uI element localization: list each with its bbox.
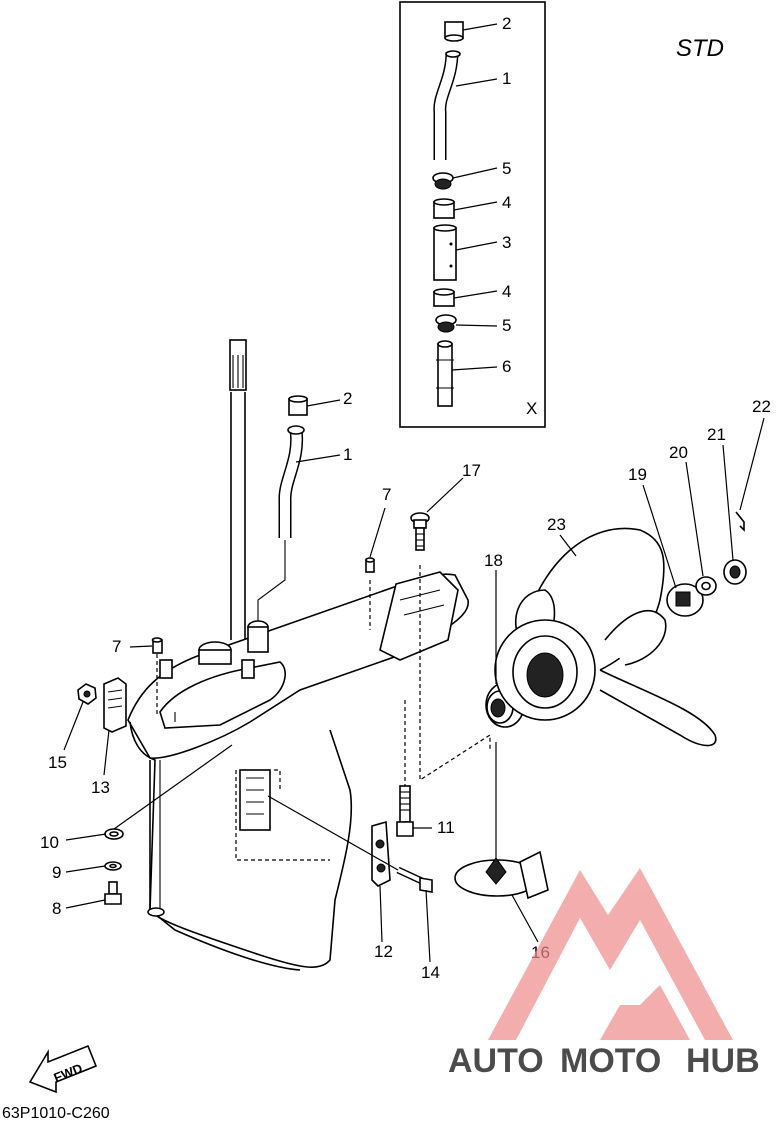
inset-detail: X (399, 1, 546, 428)
part-17-bolt (410, 512, 430, 551)
callout-8: 8 (52, 899, 61, 918)
watermark-text-moto: MOTO (560, 1042, 661, 1080)
callout-15: 15 (48, 753, 67, 772)
callout-7-upper: 7 (382, 485, 391, 504)
part-10-washer (104, 828, 124, 840)
watermark-text-auto: AUTO (448, 1042, 544, 1080)
callout-9: 9 (52, 863, 61, 882)
inset-callout-4: 4 (502, 193, 511, 212)
inset-part-4-bushing-lower (433, 288, 455, 307)
inset-callout-1: 1 (502, 69, 511, 88)
part-9-spring-washer (104, 861, 122, 871)
fwd-arrow-icon: FWD (28, 1044, 98, 1094)
callout-7-left: 7 (112, 637, 121, 656)
callout-13: 13 (91, 778, 110, 797)
part-7-dowel-pin-left (151, 637, 163, 715)
part-23-propeller (494, 527, 717, 747)
part-16-trim-tab (454, 742, 549, 900)
part-15-nut (77, 683, 97, 705)
drawing-code: 63P1010-C260 (2, 1105, 110, 1122)
inset-part-6-water-pipe (436, 340, 454, 407)
water-inlet-screen (239, 769, 271, 831)
inset-label: X (526, 399, 537, 418)
watermark-text-hub: HUB (686, 1042, 760, 1080)
callout-21: 21 (707, 425, 726, 444)
part-7-dowel-pin (365, 557, 375, 573)
cavitation-plate (379, 571, 459, 661)
inset-callout-5: 5 (502, 159, 511, 178)
part-13-bracket (103, 677, 127, 733)
part-11-bolt (396, 785, 414, 837)
callout-14: 14 (421, 963, 440, 982)
part-12-anode (371, 820, 391, 887)
callout-12: 12 (374, 942, 393, 961)
inset-part-3-sleeve (433, 224, 457, 281)
inset-part-2-grommet (444, 21, 464, 42)
std-label: STD (676, 35, 724, 62)
inset-frame (399, 1, 546, 428)
callout-11: 11 (437, 818, 455, 837)
inset-callout-4b: 4 (502, 282, 511, 301)
inset-part-5-seal-upper (432, 172, 454, 190)
callout-17: 17 (462, 461, 481, 480)
part-19-spacer (666, 583, 704, 617)
inset-callout-2: 2 (502, 14, 511, 33)
part-8-bolt (104, 881, 122, 905)
part-22-cotter-pin (735, 511, 745, 532)
inset-callout-6: 6 (502, 357, 511, 376)
lower-unit-assembly: 2 1 17 7 7 18 23 19 20 21 22 15 13 10 9 … (40, 339, 771, 982)
inset-callout-5b: 5 (502, 316, 511, 335)
inset-callout-3: 3 (502, 233, 511, 252)
part-2-grommet (288, 395, 308, 416)
drive-shaft (229, 339, 247, 640)
inset-part-5-seal-lower (435, 314, 457, 333)
gear-case-lower (129, 721, 353, 968)
watermark-logo: AUTO MOTO HUB (448, 868, 760, 1080)
part-14-bolt (396, 866, 433, 893)
inset-part-4-bushing-upper (433, 198, 455, 219)
callout-1: 1 (343, 445, 352, 464)
callout-2: 2 (343, 389, 352, 408)
callout-23: 23 (547, 515, 566, 534)
part-20-washer (695, 576, 717, 596)
callout-18: 18 (484, 551, 503, 570)
callout-10: 10 (40, 833, 59, 852)
callout-22: 22 (752, 397, 771, 416)
callout-19: 19 (628, 465, 647, 484)
callout-20: 20 (669, 443, 688, 462)
part-21-propeller-nut (723, 559, 747, 585)
